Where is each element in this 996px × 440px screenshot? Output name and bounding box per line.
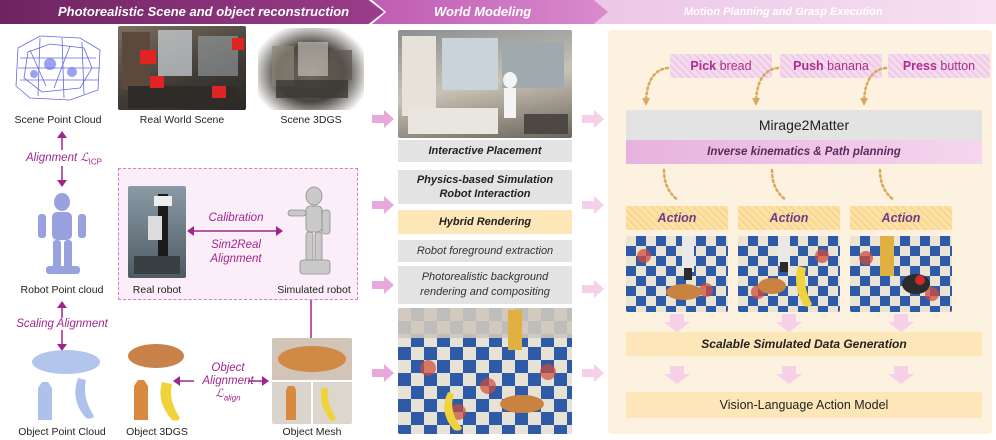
object-point-cloud-caption: Object Point Cloud (18, 426, 106, 438)
physics-simulation-line-1: Physics-based Simulation (416, 174, 554, 186)
task-press-button: Press button (888, 54, 990, 78)
stage-banner-motion (594, 0, 996, 24)
action-to-data-arrows (664, 314, 914, 332)
object-mesh-caption: Object Mesh (282, 426, 342, 438)
framework-to-action-curves (662, 168, 896, 202)
object-alignment-line-1: Object (211, 362, 245, 374)
scene-point-cloud-image (10, 28, 106, 108)
alignment-icp-subscript: ICP (88, 157, 102, 167)
action-image-push-banana (738, 236, 840, 312)
simulated-robot-image (284, 184, 340, 278)
alignment-icp-label: Alignment ℒICP (22, 150, 106, 167)
flow-arrow-scene (372, 110, 394, 128)
task-pick-bread: Pick bread (670, 54, 772, 78)
scaling-alignment-label: Scaling Alignment (6, 318, 118, 330)
object-mesh-image (272, 338, 352, 424)
stage-title-motion: Motion Planning and Grasp Execution (684, 6, 883, 18)
scene-3dgs-image (258, 28, 364, 110)
action-image-pick-bread (626, 236, 728, 312)
mirage2matter-box: Mirage2Matter (626, 110, 982, 140)
calibration-arrow (187, 226, 283, 236)
world-scene-image (398, 30, 572, 138)
background-compositing-line-1: Photorealistic background (421, 271, 549, 283)
real-world-scene-image (118, 26, 246, 110)
action-label-3: Action (850, 206, 952, 230)
flow-arrow-wm-1 (582, 110, 604, 128)
flow-arrow-wm-4 (582, 364, 604, 382)
stage-banner-reconstruction (0, 0, 384, 24)
action-label-2: Action (738, 206, 840, 230)
hybrid-rendering-box: Hybrid Rendering (398, 210, 572, 234)
simulated-robot-caption: Simulated robot (277, 284, 351, 296)
task-verb-push: Push (793, 59, 824, 73)
object-3dgs-image (122, 340, 192, 424)
robot-to-mesh-connector (310, 300, 312, 338)
real-robot-image (128, 186, 186, 278)
data-generation-box: Scalable Simulated Data Generation (626, 332, 982, 356)
flow-arrow-wm-2 (582, 196, 604, 214)
vla-model-box: Vision-Language Action Model (626, 392, 982, 418)
alignment-icp-text: Alignment ℒ (26, 152, 89, 164)
object-alignment-loss: ℒalign (196, 388, 260, 404)
foreground-extraction-box: Robot foreground extraction (398, 240, 572, 262)
stage-title-world: World Modeling (434, 4, 532, 19)
composited-tile-scene-image (398, 308, 572, 434)
interactive-placement-box: Interactive Placement (398, 140, 572, 162)
ik-path-planning-box: Inverse kinematics & Path planning (626, 140, 982, 164)
task-object-bread: bread (716, 59, 752, 73)
real-world-scene-caption: Real World Scene (139, 114, 225, 126)
scene-3dgs-caption: Scene 3DGS (280, 114, 342, 126)
calibration-label: Calibration (208, 212, 264, 224)
task-verb-press: Press (902, 59, 937, 73)
physics-simulation-box: Physics-based Simulation Robot Interacti… (398, 170, 572, 204)
stage-banner-world (372, 0, 608, 24)
robot-point-cloud-image (24, 188, 100, 276)
object-alignment-loss-subscript: align (223, 393, 241, 403)
data-to-model-arrows (664, 366, 914, 384)
sim2real-line-2: Alignment (210, 253, 262, 265)
flow-arrow-object (372, 364, 394, 382)
task-to-framework-curves (642, 66, 888, 106)
robot-point-cloud-caption: Robot Point cloud (20, 284, 104, 296)
physics-simulation-line-2: Robot Interaction (439, 188, 531, 200)
task-object-banana: banana (823, 59, 869, 73)
object-alignment-line-2: Alignment (202, 375, 254, 387)
background-compositing-line-2: rendering and compositing (420, 286, 550, 298)
action-image-press-button (850, 236, 952, 312)
stage-title-reconstruction: Photorealistic Scene and object reconstr… (58, 4, 350, 19)
task-object-button: button (936, 59, 976, 73)
object-alignment-loss-symbol: ℒ (215, 388, 224, 400)
scene-point-cloud-caption: Scene Point Cloud (14, 114, 102, 126)
background-compositing-box: Photorealistic background rendering and … (398, 266, 572, 304)
task-verb-pick: Pick (690, 59, 717, 73)
task-push-banana: Push banana (780, 54, 882, 78)
real-robot-caption: Real robot (132, 284, 182, 296)
flow-arrow-robot (372, 196, 394, 214)
object-point-cloud-image (22, 348, 110, 424)
action-label-1: Action (626, 206, 728, 230)
sim2real-label: Sim2Real Alignment (196, 238, 276, 266)
object-3dgs-caption: Object 3DGS (126, 426, 188, 438)
object-alignment-label: Object Alignment ℒalign (196, 362, 260, 404)
flow-arrow-sim (372, 276, 394, 294)
sim2real-line-1: Sim2Real (211, 239, 261, 251)
flow-arrow-wm-3 (582, 280, 604, 298)
object-alignment-arrow (173, 376, 269, 386)
